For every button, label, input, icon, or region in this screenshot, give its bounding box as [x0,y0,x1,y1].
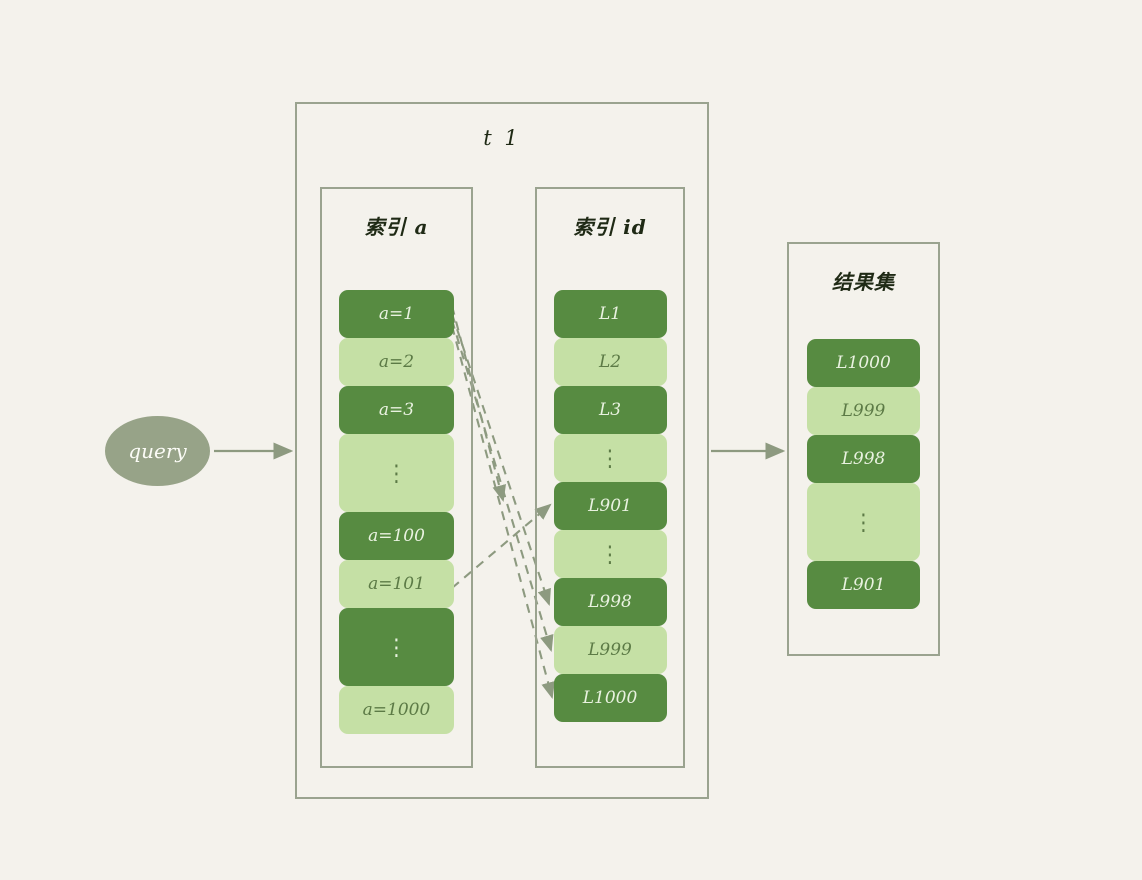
index-a-cell-label: a=2 [378,352,415,372]
result-set-cell[interactable]: L998 [807,435,920,483]
index-a-cell-label: a=1000 [362,700,431,720]
index-id-cell[interactable]: L1000 [553,674,667,722]
index-id-cell[interactable]: L1 [553,290,667,338]
index-id-cell[interactable]: ⋮ [553,434,667,482]
index-a-cell-label: a=101 [368,574,425,594]
index-a-cell-stack: a=1 a=2 a=3 ⋮ a=100 a=101 ⋮ a=1000 [322,290,471,734]
index-a-cell-label: a=100 [368,526,425,546]
index-id-cell[interactable]: L3 [553,386,667,434]
result-set-cell-label: L998 [841,449,886,469]
index-id-cell-label: L1000 [582,688,638,708]
index-a-title: 索引 a [364,215,429,239]
result-set-cell[interactable]: L1000 [807,339,920,387]
result-set-cell-label: ⋮ [853,508,874,536]
index-a-cell-label: ⋮ [386,633,407,661]
result-set-cell-label: L999 [841,401,886,421]
result-set-cell-label: L901 [841,575,886,595]
index-id-cell-label: L999 [588,640,632,660]
index-id-cell-label: L2 [598,352,622,372]
index-id-cell-label: L901 [588,496,632,516]
index-a-cell[interactable]: a=3 [339,386,454,434]
index-id-cell-label: ⋮ [600,444,620,472]
result-set-cell[interactable]: ⋮ [807,483,920,561]
table-frame-t1: t 1 [295,102,709,799]
index-id-cell-label: L1 [598,304,622,324]
index-id-cell[interactable]: L2 [553,338,667,386]
result-set-title: 结果集 [832,270,895,294]
index-a-cell-label: a=3 [378,400,415,420]
index-id-title: 索引 id [573,215,647,239]
index-a-cell[interactable]: a=2 [339,338,454,386]
query-node[interactable]: query [105,416,210,486]
index-a-cell[interactable]: a=101 [339,560,454,608]
index-id-cell-label: ⋮ [600,540,620,568]
index-a-cell[interactable]: a=1 [339,290,454,338]
index-id-cell[interactable]: L999 [553,626,667,674]
index-a-cell[interactable]: a=100 [339,512,454,560]
result-set-cell[interactable]: L901 [807,561,920,609]
index-id-cell[interactable]: ⋮ [553,530,667,578]
index-id-cell[interactable]: L901 [553,482,667,530]
index-id-cell-label: L3 [598,400,622,420]
index-a-cell-label: a=1 [378,304,415,324]
index-a-cell-label: ⋮ [386,459,407,487]
index-a-cell[interactable]: ⋮ [339,608,454,686]
index-id-cell[interactable]: L998 [553,578,667,626]
index-a-frame: 索引 a a=1 a=2 a=3 ⋮ a=100 a=101 ⋮ a=1000 [320,187,473,768]
query-label: query [128,439,187,463]
index-id-cell-label: L998 [588,592,632,612]
table-title: t 1 [483,126,521,150]
result-set-cell-label: L1000 [836,353,891,373]
result-set-cell[interactable]: L999 [807,387,920,435]
index-a-cell[interactable]: ⋮ [339,434,454,512]
index-a-cell[interactable]: a=1000 [339,686,454,734]
